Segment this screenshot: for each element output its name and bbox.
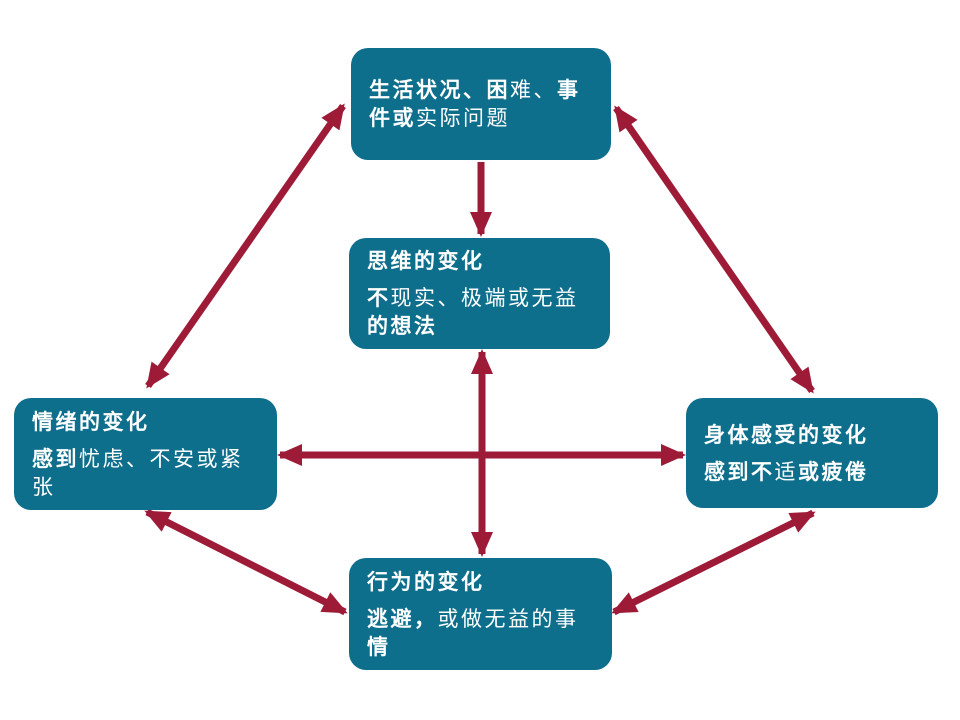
text-run: 事件或 <box>369 78 581 130</box>
node-emotions-title: 情绪的变化 <box>32 409 150 434</box>
text-run: 或疲倦 <box>798 459 869 484</box>
text-run: 现实、极端或无益 <box>390 286 579 310</box>
text-run: 逃避， <box>367 606 438 631</box>
text-run: 感到不 <box>704 459 775 484</box>
node-emotions-body: 感到忧虑、不安或紧张 <box>32 445 259 501</box>
text-run: 情 <box>367 634 391 659</box>
node-behavior-title: 行为的变化 <box>367 569 485 594</box>
text-run: 生活状况、困 <box>369 78 510 102</box>
node-physical-body: 感到不适或疲倦 <box>704 458 920 486</box>
node-situation: 生活状况、困难、事件或实际问题 <box>351 48 611 160</box>
text-run: 不 <box>367 286 391 310</box>
node-behavior: 行为的变化 逃避，或做无益的事情 <box>349 558 612 670</box>
text-run: 的想法 <box>367 314 438 338</box>
text-run: 难、 <box>510 78 557 102</box>
node-physical: 身体感受的变化 感到不适或疲倦 <box>686 398 938 508</box>
node-physical-title: 身体感受的变化 <box>704 422 869 447</box>
arrow-situation-emotions <box>145 103 346 389</box>
text-run: 忧虑、不安或紧张 <box>32 446 244 499</box>
node-emotions: 情绪的变化 感到忧虑、不安或紧张 <box>14 398 277 510</box>
node-thoughts-title: 思维的变化 <box>367 249 485 273</box>
text-run: 感到 <box>32 446 79 471</box>
arrow-situation-physical <box>613 105 815 394</box>
arrow-behavior-physical <box>611 509 816 616</box>
text-run: 适 <box>774 459 798 484</box>
node-behavior-body: 逃避，或做无益的事情 <box>367 605 594 661</box>
text-run: 或做无益的事 <box>437 606 579 631</box>
text-run: 实际问题 <box>416 106 510 130</box>
node-thoughts: 思维的变化 不现实、极端或无益的想法 <box>349 238 610 349</box>
node-thoughts-body: 不现实、极端或无益的想法 <box>367 284 592 340</box>
arrow-emotions-behavior <box>144 508 348 616</box>
node-situation-text: 生活状况、困难、事件或实际问题 <box>369 76 593 132</box>
